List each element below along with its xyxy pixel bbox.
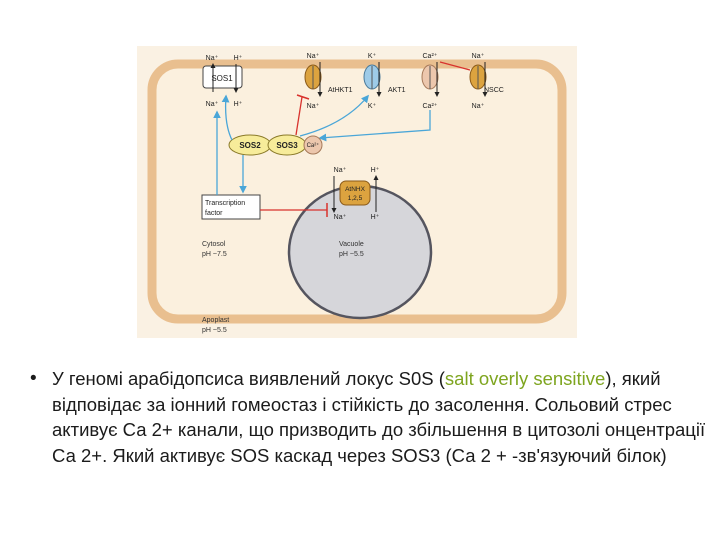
atnhx-na-vac-label: Na⁺	[334, 214, 347, 221]
atnhx-h-cyt-label: H⁺	[371, 167, 380, 174]
sos-pathway-diagram: SOS1 Na⁺ H⁺ Na⁺ K⁺ Ca²⁺ Na⁺ Na⁺ H⁺ Na⁺ K…	[0, 0, 720, 345]
slide-text-block: • У геномі арабідопсиса виявлений локус …	[26, 366, 706, 468]
apoplast-label-line2: pH ~5.5	[202, 327, 227, 334]
sos1-h-in-label: H⁺	[234, 101, 243, 108]
paragraph-highlight: salt overly sensitive	[445, 368, 605, 389]
bullet-paragraph: У геномі арабідопсиса виявлений локус S0…	[52, 366, 706, 468]
cytosol-label-line1: Cytosol	[202, 241, 226, 248]
sos1-na-in-label: Na⁺	[206, 101, 219, 108]
akt1-k-out-label: K⁺	[368, 53, 377, 60]
bullet-item: • У геномі арабідопсиса виявлений локус …	[26, 366, 706, 468]
sos3-ca-label: Ca²⁺	[307, 142, 320, 149]
transcription-factor-line1: Transcription	[205, 200, 245, 207]
akt1-k-in-label: K⁺	[368, 103, 377, 110]
sos3-label: SOS3	[276, 141, 298, 150]
apoplast-label-line1: Apoplast	[202, 317, 229, 324]
ca-channel-ca-in-label: Ca²⁺	[423, 103, 438, 110]
atnhx-na-cyt-label: Na⁺	[334, 167, 347, 174]
atnhx-h-vac-label: H⁺	[371, 214, 380, 221]
sos1-label: SOS1	[211, 74, 233, 83]
atnhx-label-line2: 1,2,5	[348, 195, 363, 202]
transcription-factor-line2: factor	[205, 210, 223, 217]
vacuole-label-line2: pH ~5.5	[339, 251, 364, 258]
athkt1-na-out-label: Na⁺	[307, 53, 320, 60]
ca-channel-ca-out-label: Ca²⁺	[423, 53, 438, 60]
bullet-marker: •	[30, 366, 37, 391]
nscc-na-in-label: Na⁺	[472, 103, 485, 110]
paragraph-part1: У геномі арабідопсиса виявлений локус S0…	[52, 368, 445, 389]
athkt1-label: AtHKT1	[328, 87, 353, 94]
nscc-label: NSCC	[484, 87, 504, 94]
sos1-h-out-label: H⁺	[234, 55, 243, 62]
sos1-na-out-label: Na⁺	[206, 55, 219, 62]
atnhx-label-line1: AtNHX	[345, 186, 366, 193]
cytosol-label-line2: pH ~7.5	[202, 251, 227, 258]
akt1-label: AKT1	[388, 87, 406, 94]
athkt1-na-in-label: Na⁺	[307, 103, 320, 110]
vacuole-label-line1: Vacuole	[339, 241, 364, 248]
sos2-label: SOS2	[239, 141, 261, 150]
nscc-na-out-label: Na⁺	[472, 53, 485, 60]
